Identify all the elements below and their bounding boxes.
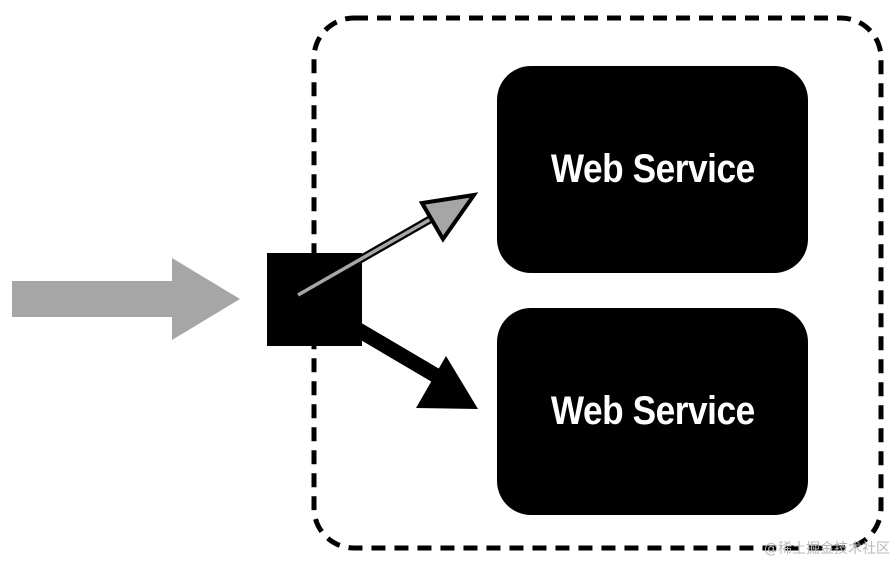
incoming-arrow-icon <box>12 258 240 340</box>
web-service-box-2: Web Service <box>497 308 808 515</box>
web-service-box-1: Web Service <box>497 66 808 273</box>
web-service-label-1: Web Service <box>550 147 755 191</box>
watermark-text: @稀土掘金技术社区 <box>764 541 890 557</box>
gray-arrow-icon <box>296 192 479 299</box>
web-service-label-2: Web Service <box>550 389 755 433</box>
service-group-boundary <box>311 15 884 551</box>
black-arrow-icon <box>346 318 478 409</box>
